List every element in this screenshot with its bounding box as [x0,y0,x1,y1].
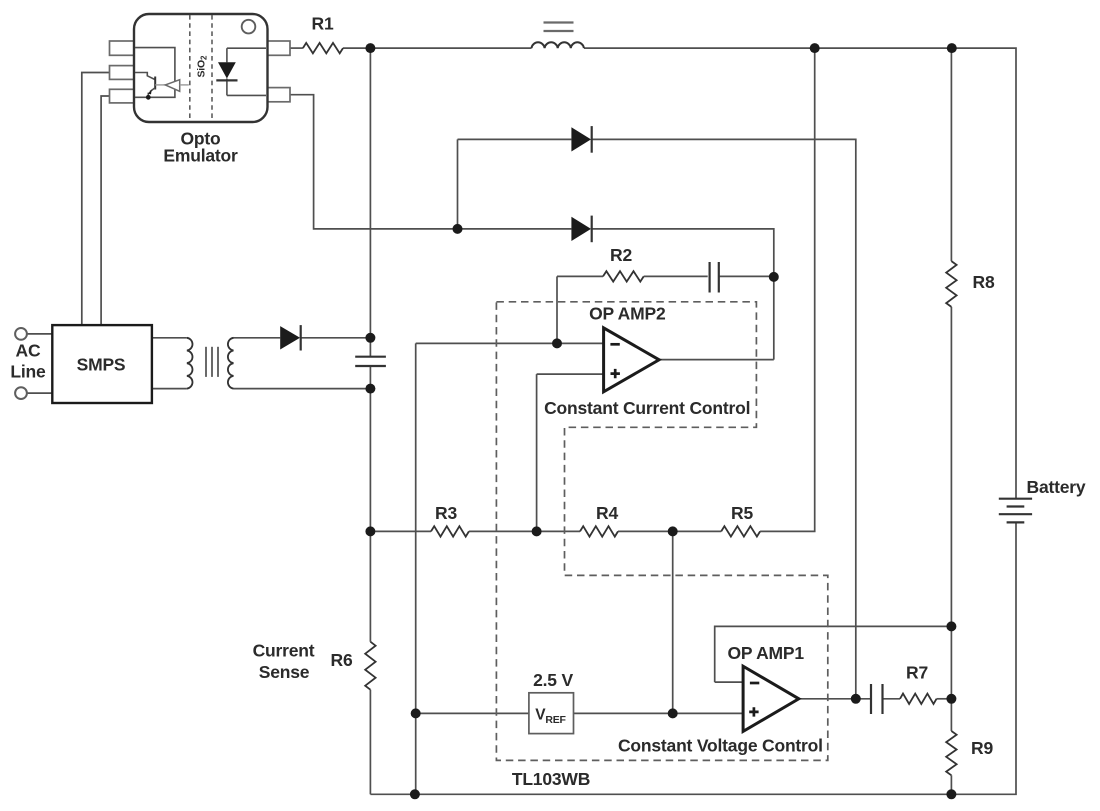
svg-text:R7: R7 [906,663,928,683]
svg-text:R3: R3 [435,503,457,523]
svg-text:R9: R9 [971,738,993,758]
svg-text:R4: R4 [596,503,618,523]
svg-text:R6: R6 [331,650,353,670]
svg-text:Line: Line [10,362,46,382]
svg-text:Sense: Sense [259,662,310,682]
svg-text:R2: R2 [610,245,632,265]
svg-text:Constant Current Control: Constant Current Control [544,398,750,418]
svg-text:OP AMP2: OP AMP2 [589,304,666,324]
svg-text:Opto: Opto [180,129,220,149]
svg-text:2.5 V: 2.5 V [533,670,573,690]
svg-text:OP AMP1: OP AMP1 [727,643,804,663]
svg-text:R8: R8 [973,272,995,292]
svg-text:R1: R1 [312,14,334,34]
svg-text:TL103WB: TL103WB [512,769,590,789]
svg-text:SiO2: SiO2 [196,55,209,78]
svg-text:SMPS: SMPS [77,355,126,375]
svg-text:Battery: Battery [1027,477,1086,497]
svg-text:AC: AC [16,341,41,361]
svg-text:Constant Voltage Control: Constant Voltage Control [618,736,823,756]
svg-text:Current: Current [253,641,315,661]
svg-text:Emulator: Emulator [163,146,238,166]
svg-text:R5: R5 [731,503,753,523]
